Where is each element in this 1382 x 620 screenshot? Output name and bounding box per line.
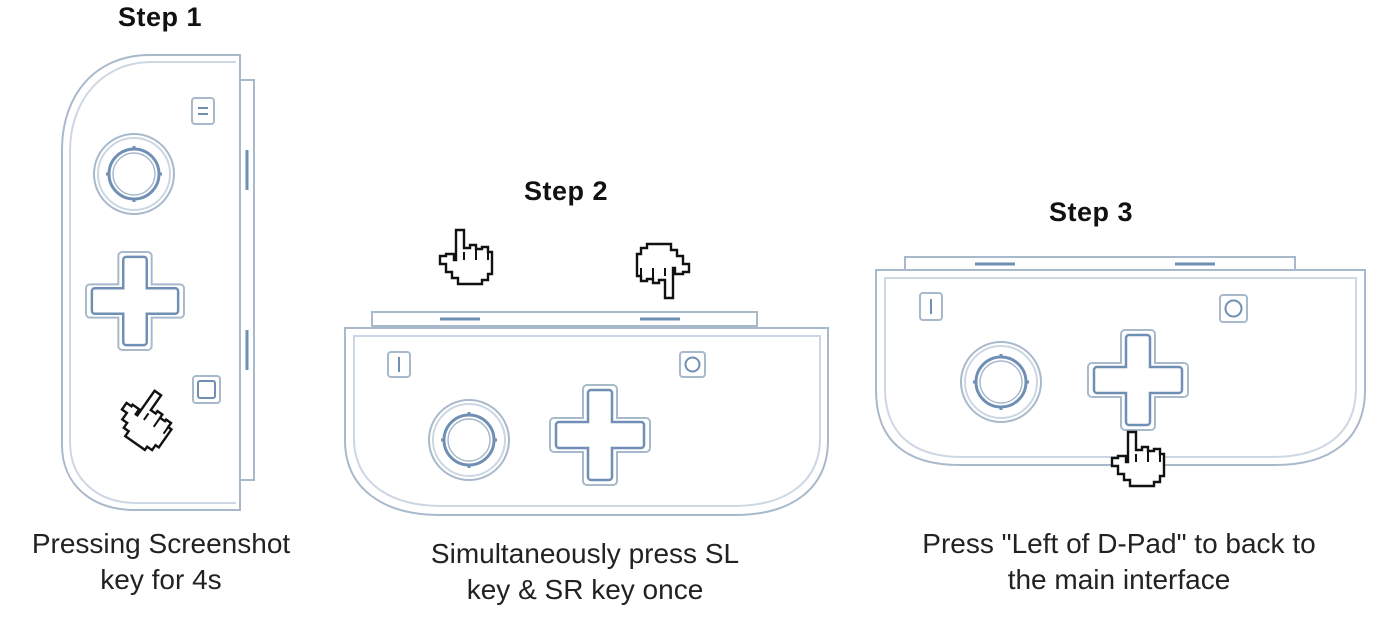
step-3-controller — [875, 256, 1366, 488]
step-1-caption-line-1: Pressing Screenshot — [31, 528, 291, 559]
minus-button-icon — [191, 97, 215, 125]
analog-stick-icon — [427, 398, 511, 482]
pointing-hand-icon — [635, 242, 691, 300]
analog-stick-icon — [959, 340, 1043, 424]
step-1-caption-line-2: key for 4s — [100, 564, 222, 595]
step-2-controller — [344, 228, 829, 516]
step-2-caption-line-2: key & SR key once — [466, 574, 704, 605]
step-3-title: Step 3 — [1049, 197, 1134, 227]
step-2-title: Step 2 — [524, 176, 609, 206]
step-3-caption: Press "Left of D-Pad" to back to the mai… — [868, 526, 1370, 598]
step-1-caption: Pressing Screenshot key for 4s — [0, 526, 322, 598]
analog-stick-icon — [92, 132, 176, 216]
screenshot-button-icon — [1219, 294, 1248, 323]
minus-button-icon — [387, 351, 411, 378]
step-1-title: Step 1 — [118, 2, 203, 32]
pointing-hand-icon — [438, 228, 494, 286]
step-2-caption: Simultaneously press SL key & SR key onc… — [360, 536, 810, 608]
minus-button-icon — [919, 292, 943, 321]
step-2-caption-line-1: Simultaneously press SL — [430, 538, 740, 569]
step-1-controller — [61, 54, 255, 511]
step-3-caption-line-1: Press "Left of D-Pad" to back to — [922, 528, 1316, 559]
screenshot-button-icon — [192, 375, 221, 404]
screenshot-button-icon — [679, 351, 706, 378]
step-3-caption-line-2: the main interface — [1007, 564, 1231, 595]
